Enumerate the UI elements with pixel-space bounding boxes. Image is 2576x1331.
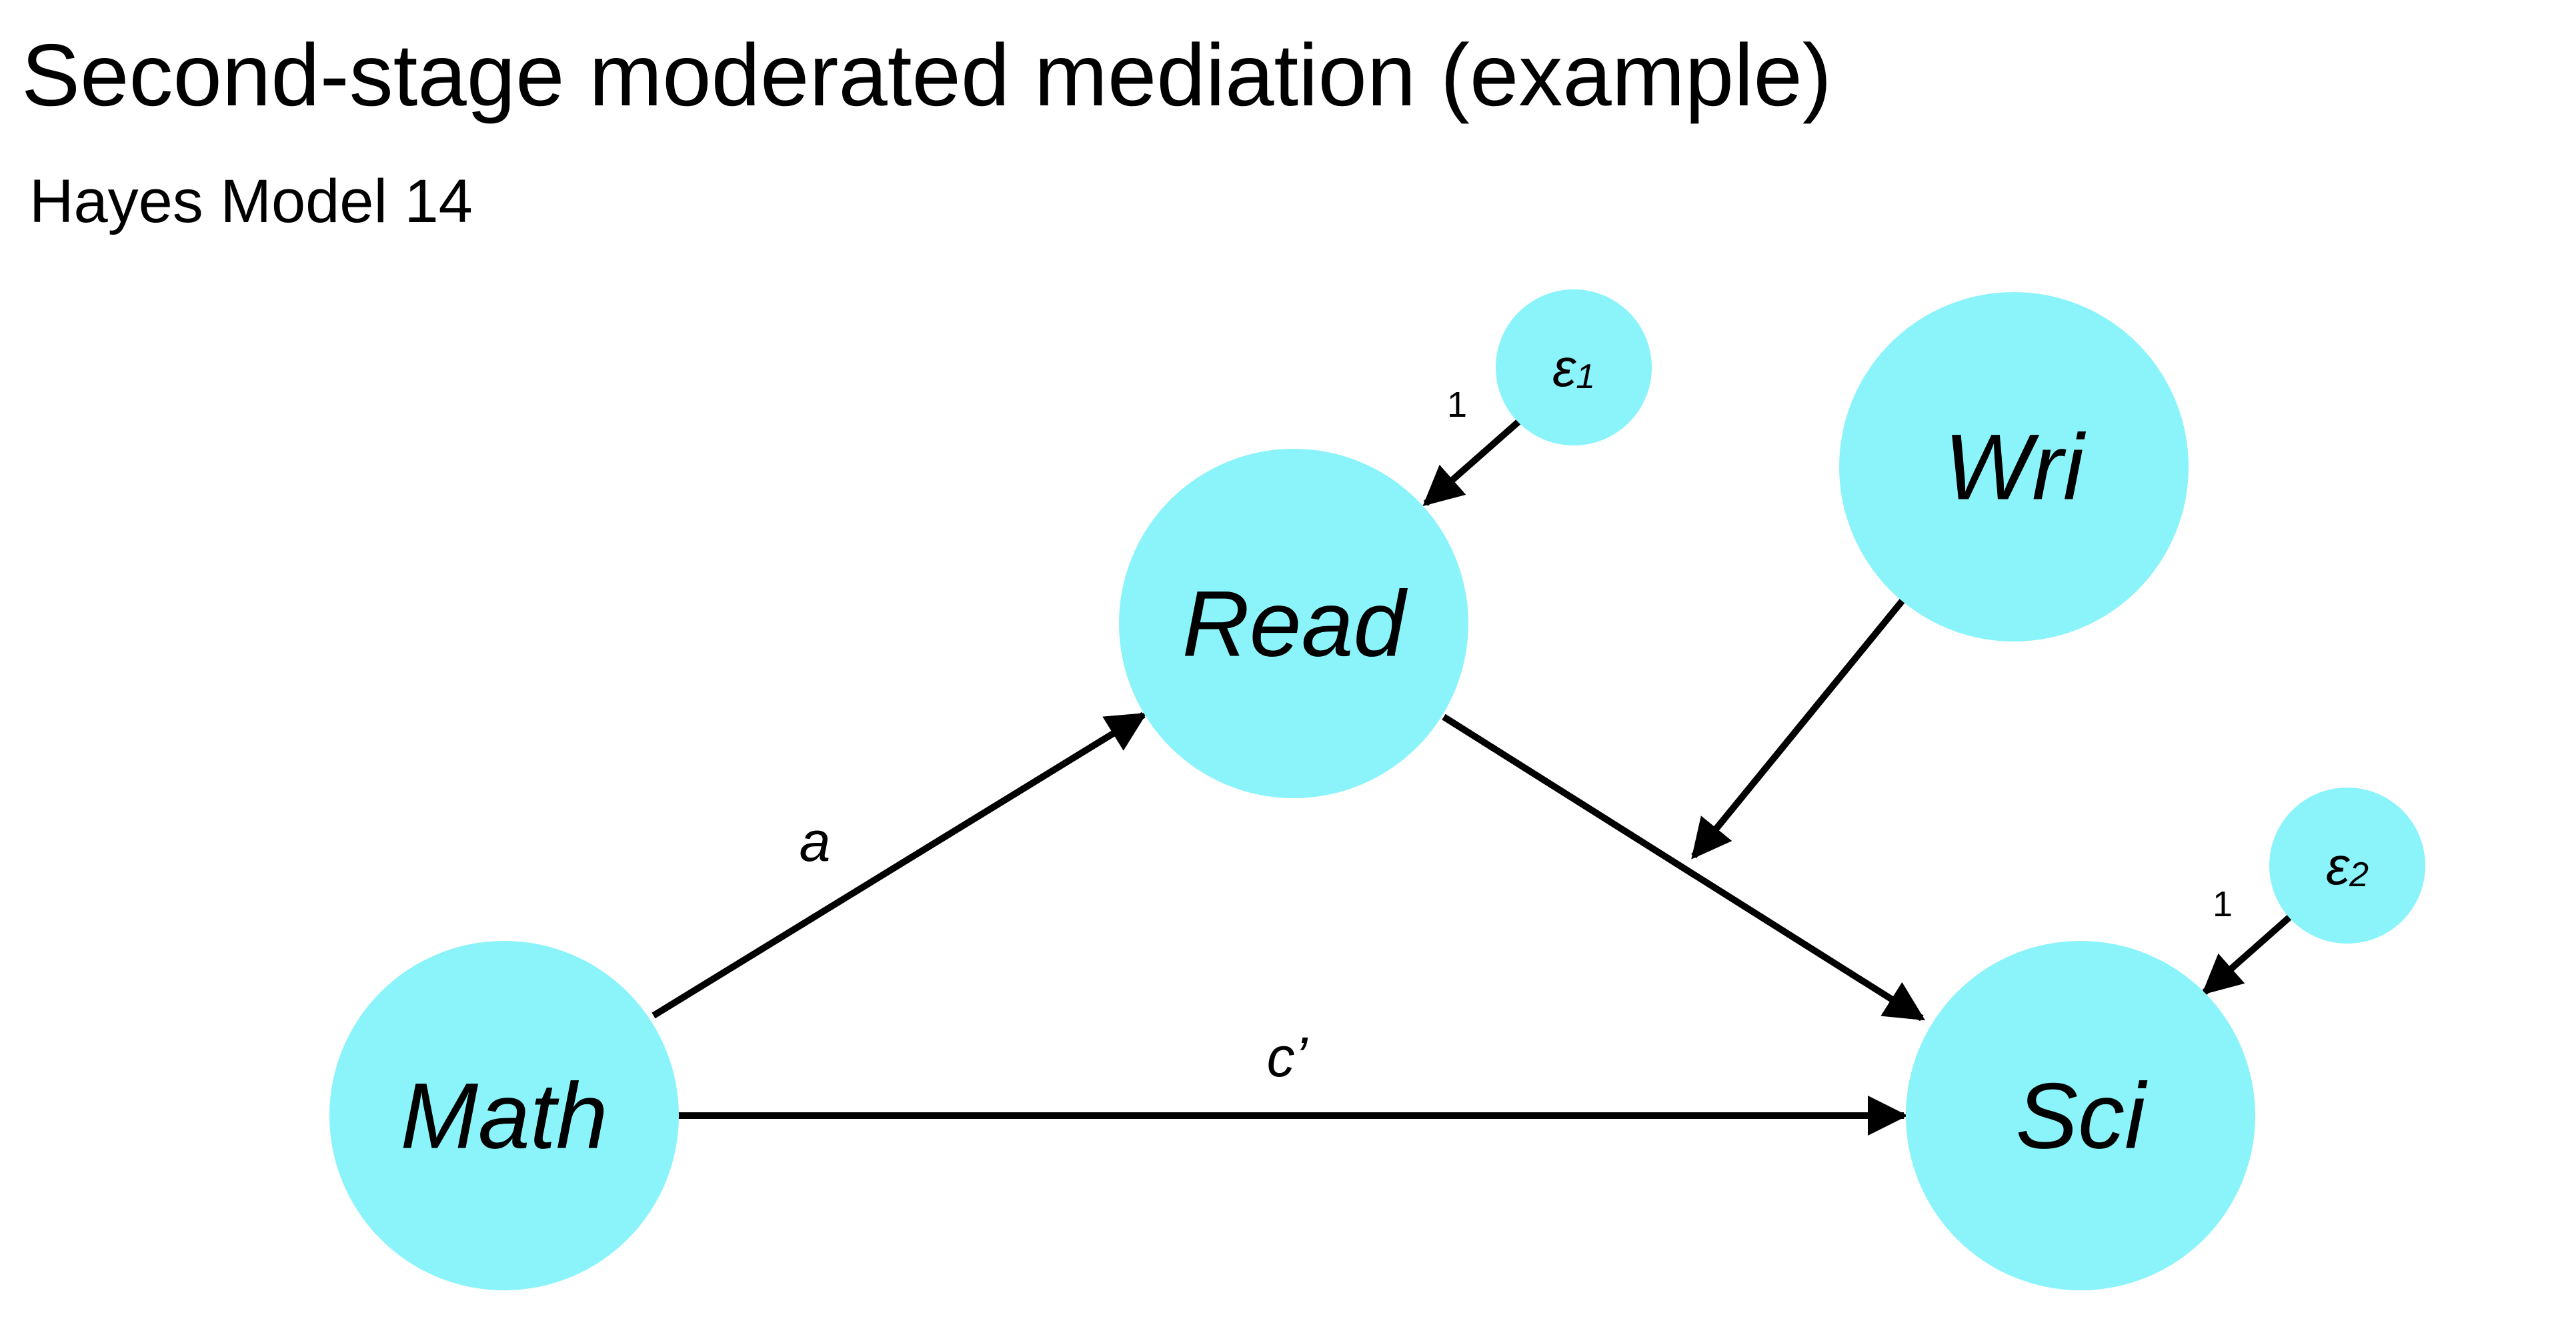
node-sci-label: Sci: [2016, 1064, 2148, 1168]
node-e1-label: ε1: [1552, 338, 1595, 397]
node-e2: ε2: [2269, 788, 2425, 944]
node-sci: Sci: [1906, 941, 2255, 1290]
node-sci-circle: [1906, 941, 2255, 1290]
edge-e2-sci: [2201, 914, 2293, 995]
node-wri: Wri: [1839, 292, 2189, 641]
node-math-circle: [329, 941, 679, 1290]
node-e1-subscript: 1: [1576, 357, 1595, 396]
node-e2-circle: [2269, 788, 2425, 944]
edge-math-read-label: a: [800, 810, 831, 873]
edge-e1-read-weight: 1: [1447, 385, 1467, 425]
node-read: Read: [1119, 449, 1468, 798]
node-wri-circle: [1839, 292, 2189, 641]
node-math-label: Math: [400, 1064, 607, 1168]
edges: [652, 417, 2293, 1136]
node-e1-circle: [1496, 289, 1652, 445]
node-e2-subscript: 2: [2349, 856, 2369, 894]
node-e2-label: ε2: [2326, 836, 2369, 896]
edge-read-sci: [1442, 714, 1926, 1022]
edge-wri-path: [1691, 592, 1910, 860]
node-read-circle: [1119, 449, 1468, 798]
node-wri-label: Wri: [1944, 415, 2087, 519]
node-e2-symbol: ε: [2326, 836, 2351, 896]
edge-e1-read: [1422, 417, 1523, 506]
node-math: Math: [329, 941, 679, 1290]
node-e1: ε1: [1496, 289, 1652, 445]
edge-e2-sci-weight: 1: [2213, 884, 2233, 924]
node-e1-symbol: ε: [1552, 338, 1577, 397]
node-read-label: Read: [1182, 571, 1408, 676]
page-title: Second-stage moderated mediation (exampl…: [21, 26, 1832, 124]
edge-math-read: [652, 712, 1148, 1019]
edge-math-sci-label: c’: [1267, 1026, 1308, 1088]
page-subtitle: Hayes Model 14: [29, 167, 473, 235]
